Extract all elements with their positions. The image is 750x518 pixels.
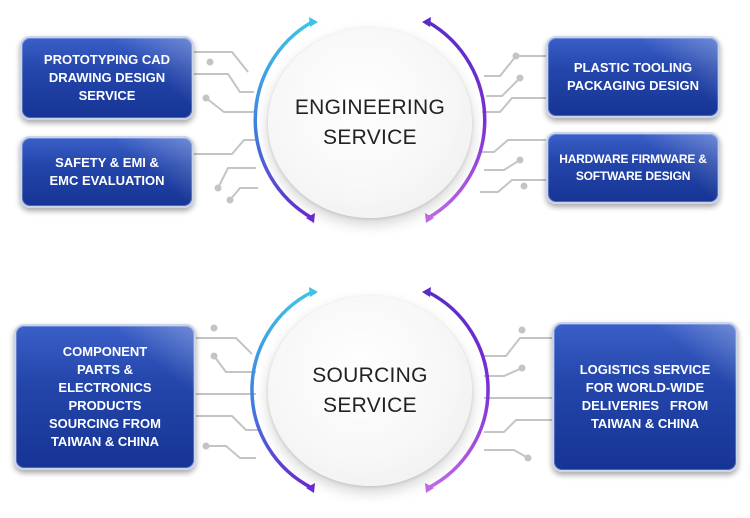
prototyping-line-3: SERVICE: [78, 88, 136, 103]
safety-emi-box: SAFETY & EMI & EMC EVALUATION: [20, 136, 194, 208]
logistics-line-3: DELIVERIES FROM: [581, 398, 709, 413]
prototyping-cad-box: PROTOTYPING CAD DRAWING DESIGN SERVICE: [20, 36, 194, 120]
engineering-hub-line-2: SERVICE: [323, 126, 417, 149]
component-line-5: SOURCING FROM: [49, 416, 161, 431]
logistics-line-2: FOR WORLD-WIDE: [585, 380, 705, 395]
safety-line-2: EMC EVALUATION: [49, 173, 165, 188]
hardware-line-2: SOFTWARE DESIGN: [575, 169, 691, 183]
plastic-line-1: PLASTIC TOOLING: [573, 60, 693, 75]
sourcing-circuit-lines: [196, 337, 552, 459]
component-line-4: PRODUCTS: [68, 398, 142, 413]
hardware-line-1: HARDWARE FIRMWARE &: [559, 152, 707, 166]
sourcing-hub-line-1: SOURCING: [312, 364, 428, 387]
engineering-arcs: [253, 20, 487, 220]
prototyping-line-2: DRAWING DESIGN: [48, 70, 166, 85]
plastic-tooling-box: PLASTIC TOOLING PACKAGING DESIGN: [546, 36, 720, 118]
component-line-1: COMPONENT: [62, 344, 148, 359]
component-line-6: TAIWAN & CHINA: [50, 434, 160, 449]
engineering-service-hub: ENGINEERING SERVICE: [268, 28, 472, 218]
sourcing-arcs: [250, 290, 490, 490]
plastic-line-2: PACKAGING DESIGN: [567, 78, 699, 93]
sourcing-arrowheads: [306, 287, 434, 493]
logistics-line-4: TAIWAN & CHINA: [590, 416, 700, 431]
sourcing-circuit-dots: [202, 324, 532, 462]
engineering-circuit-dots: [202, 52, 528, 204]
logistics-line-1: LOGISTICS SERVICE: [579, 362, 711, 377]
prototyping-line-1: PROTOTYPING CAD: [43, 52, 171, 67]
sourcing-hub-line-2: SERVICE: [323, 394, 417, 417]
component-line-3: ELECTRONICS: [58, 380, 152, 395]
component-sourcing-box: COMPONENT PARTS & ELECTRONICS PRODUCTS S…: [14, 324, 196, 470]
engineering-arrowheads: [306, 17, 434, 223]
component-line-2: PARTS &: [76, 362, 134, 377]
safety-line-1: SAFETY & EMI &: [55, 155, 159, 170]
engineering-circuit-lines: [194, 51, 546, 201]
engineering-hub-line-1: ENGINEERING: [294, 96, 446, 119]
sourcing-service-hub: SOURCING SERVICE: [268, 296, 472, 486]
hardware-firmware-box: HARDWARE FIRMWARE & SOFTWARE DESIGN: [546, 132, 720, 204]
logistics-service-box: LOGISTICS SERVICE FOR WORLD-WIDE DELIVER…: [552, 322, 738, 472]
